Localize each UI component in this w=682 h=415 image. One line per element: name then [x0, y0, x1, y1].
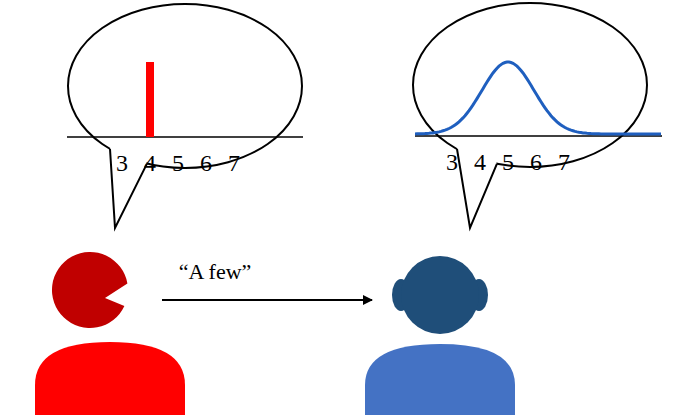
axis-number: 5: [502, 150, 514, 174]
belief-curve: [415, 62, 661, 134]
axis-number: 7: [558, 150, 570, 174]
bubble-outline: [412, 2, 648, 168]
axis-number: 3: [116, 151, 128, 175]
speaker-head: [52, 252, 127, 328]
number-axis: [67, 136, 303, 138]
speech-arrow: [162, 299, 372, 301]
axis-number: 6: [530, 150, 542, 174]
speaker-body: [35, 342, 185, 415]
axis-number: 4: [144, 151, 156, 175]
speech-bubble: 34567: [67, 3, 303, 169]
bubble-outline: [67, 3, 303, 169]
axis-number: 4: [474, 150, 486, 174]
point-value-bar: [146, 62, 154, 137]
listener-head: [401, 256, 479, 334]
listener-body: [365, 344, 515, 415]
axis-number: 6: [200, 151, 212, 175]
axis-number: 7: [228, 151, 240, 175]
speech-bubble: 34567: [412, 2, 648, 168]
axis-number: 3: [446, 150, 458, 174]
utterance-label: “A few”: [177, 261, 254, 283]
axis-number: 5: [172, 151, 184, 175]
